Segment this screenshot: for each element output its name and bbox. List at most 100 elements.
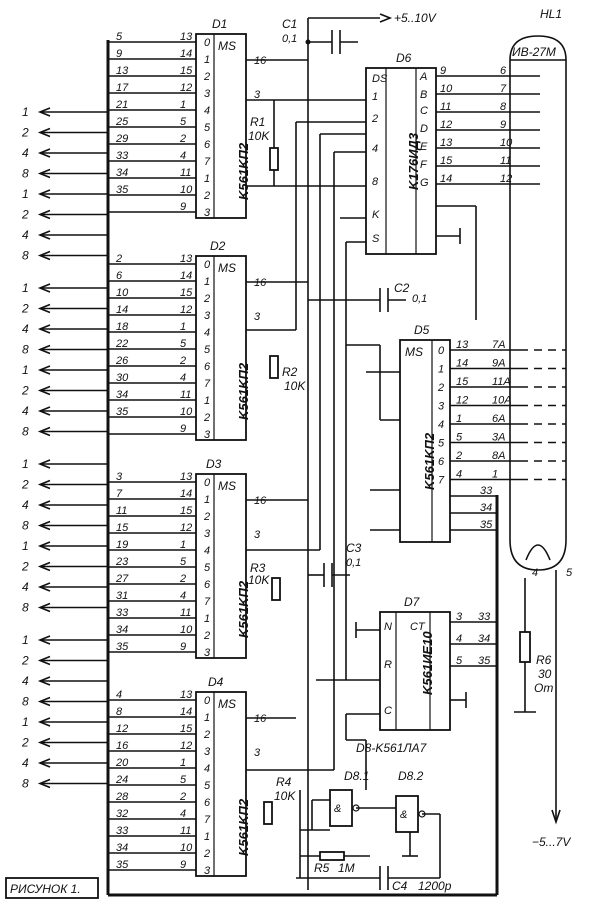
chip-input-index: 1 [204,494,210,506]
grid-label: 6A [492,413,505,425]
grid-label: 7A [492,339,505,351]
bus-arrow-head [37,778,51,789]
chip-input-index: 3 [204,207,211,219]
grid-index: 2 [437,382,444,394]
d5-type: K561KП2 [422,432,437,490]
d1-type: K561KП2 [236,142,251,200]
chip-pin-number: 12 [180,304,192,316]
weight-label: 8 [22,519,29,533]
bus-number: 4 [116,689,122,701]
ctrl-label: 33 [480,485,493,497]
chip-pin-number: 15 [180,65,193,77]
chip-input-index: 1 [204,276,210,288]
hl1-label: HL1 [540,7,562,21]
weight-label: 1 [22,187,29,201]
bus-number: 6 [116,270,123,282]
bus-number: 24 [115,774,128,786]
decoder-pin: 14 [440,173,452,185]
chip-pin-number: 2 [179,355,186,367]
chip-input-index: 6 [204,139,211,151]
bus-arrow-head [37,500,51,510]
bus-number: 10 [116,287,129,299]
svg-text:D: D [420,123,428,135]
svg-text:MS: MS [218,261,236,275]
chip-input-index: 1 [204,712,210,724]
weight-label: 2 [21,654,29,668]
chip-input-index: 0 [204,37,211,49]
chip-pin-number: 12 [180,82,192,94]
chip-input-index: 7 [204,596,211,608]
bus-arrow-head [37,655,51,666]
weight-label: 4 [22,228,29,242]
ms-pin: 16 [254,495,267,507]
svg-text:MS: MS [218,479,236,493]
bus-arrow-head [37,426,51,437]
chip-pin-number: 14 [180,488,192,500]
chip-input-index: 7 [204,156,211,168]
svg-text:DS: DS [372,73,388,85]
grid-pin: 2 [455,450,462,462]
chip-pin-number: 11 [180,389,191,401]
bus-number: 27 [115,573,129,585]
bus-number: 23 [115,556,129,568]
chip-input-index: 5 [204,344,211,356]
bus-arrow-head [37,737,51,748]
c3-value: 0,1 [346,557,361,569]
grid-label: 11A [492,376,511,388]
chip-input-index: 5 [204,780,211,792]
bus-number: 32 [116,808,128,820]
grid-pin: 5 [456,432,463,444]
chip-input-index: 3 [204,528,211,540]
bus-number: 16 [116,740,129,752]
chip-d4: D4 MS K561KП2 [195,675,251,877]
svg-text:1: 1 [372,91,378,103]
svg-text:R: R [384,659,392,671]
hl1-type: ИВ-27М [512,45,556,59]
grid-label: 9A [492,358,505,370]
weight-label: 8 [22,601,29,615]
counter-label: 33 [478,611,491,623]
bus-arrow-head [37,250,51,261]
bus-arrow-head [37,230,51,240]
d4-label: D4 [208,675,224,689]
chip-pin-number: 11 [180,825,191,837]
chip-pin-number: 1 [180,539,186,551]
bus-arrow-head [37,459,51,469]
chip-pin-number: 9 [180,641,186,653]
bus-number: 8 [116,706,123,718]
svg-text:G: G [420,177,429,189]
chip-input-index: 2 [203,190,210,202]
bus-number: 33 [116,607,129,619]
ms-pin: 16 [254,55,267,67]
decoder-pin: 9 [440,65,446,77]
weight-label: 4 [22,756,29,770]
bus-number: 34 [116,842,128,854]
bus-arrow-head [37,283,51,293]
bus-number: 34 [116,167,128,179]
chip-pin-number: 15 [180,287,193,299]
chip-pin-number: 5 [180,338,187,350]
weight-label: 1 [22,105,29,119]
chip-pin-number: 13 [180,471,193,483]
weight-label: 4 [22,322,29,336]
chip-pin-number: 9 [180,859,186,871]
weight-label: 2 [21,478,29,492]
chip-input-index: 2 [203,293,210,305]
chip-input-index: 3 [204,310,211,322]
counter-label: 34 [478,633,490,645]
svg-text:&: & [400,809,407,821]
chip-pin-number: 11 [180,167,191,179]
chip-pin-number: 4 [180,150,186,162]
bus-arrow-head [37,127,51,138]
d3-type: K561KП2 [236,580,251,638]
chip-pin-number: 12 [180,740,192,752]
d3-label: D3 [206,457,222,471]
svg-text:10K: 10K [248,573,270,587]
ctrl-label: 35 [480,519,493,531]
grid-pin: 14 [456,358,468,370]
